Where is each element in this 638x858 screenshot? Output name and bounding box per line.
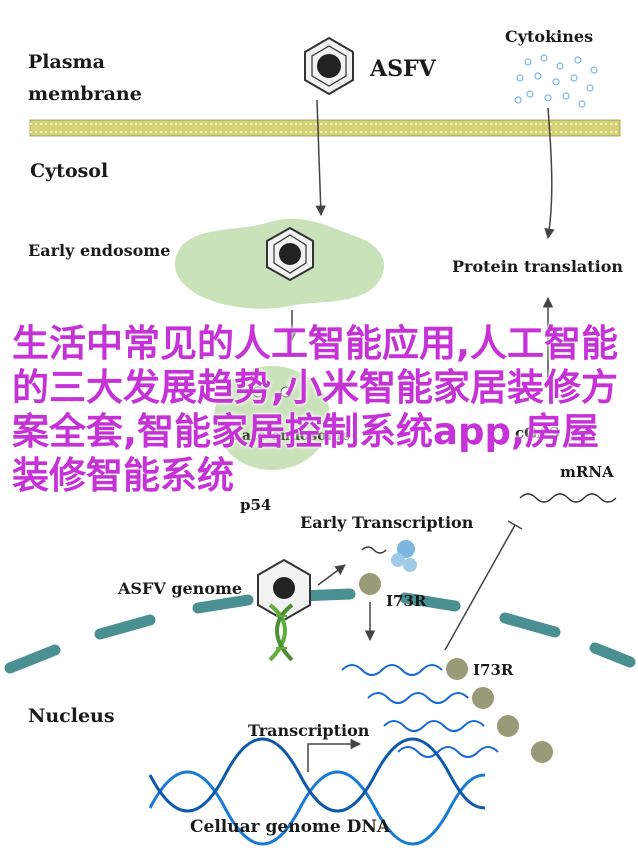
- plasma-membrane-label-line1: Plasma: [28, 51, 105, 73]
- i73r-cytosol-label: I73R: [386, 592, 427, 610]
- virus-label: ASFV: [369, 56, 437, 82]
- mrna-strand: [519, 493, 617, 503]
- p54-label: p54: [240, 496, 271, 514]
- early-transcript: [361, 540, 417, 572]
- cellular-genome-dna-label: Celluar genome DNA: [190, 817, 391, 837]
- asfv-genome-virion: [257, 558, 311, 662]
- protein-translation-label: Protein translation: [452, 257, 623, 276]
- i73r-nucleus-label: I73R: [473, 661, 514, 679]
- asfv-genome-label: ASFV genome: [117, 579, 242, 598]
- cellular-genome-dna: [148, 737, 486, 846]
- nucleus-label: Nucleus: [28, 705, 115, 727]
- nuclear-transcripts: [341, 658, 553, 763]
- transcription-label: Transcription: [248, 721, 370, 740]
- plasma-membrane-label-line2: membrane: [28, 83, 142, 105]
- overlay-caption: 生活中常见的人工智能应用,人工智能的三大发展趋势,小米智能家居装修方案全套,智能…: [12, 322, 619, 497]
- early-endosome-label: Early endosome: [28, 241, 170, 260]
- nuclear-envelope: [4, 588, 636, 674]
- i73r-protein: [359, 573, 381, 595]
- cytosol-label: Cytosol: [30, 160, 108, 182]
- plasma-membrane: [29, 119, 621, 137]
- cgas-label: cGAS: [515, 424, 559, 442]
- asfv-virion: [304, 36, 354, 96]
- mrna-label: mRNA: [560, 463, 614, 481]
- early-transcription-label: Early Transcription: [300, 513, 474, 532]
- late-endosome-label: Late endosome: [232, 428, 350, 444]
- pathway-arrows: [286, 99, 555, 772]
- cytokine-dots: [514, 54, 598, 108]
- cytokines-label: Cytokines: [505, 27, 593, 46]
- late-endosome: [214, 366, 330, 470]
- early-endosome: [174, 218, 385, 309]
